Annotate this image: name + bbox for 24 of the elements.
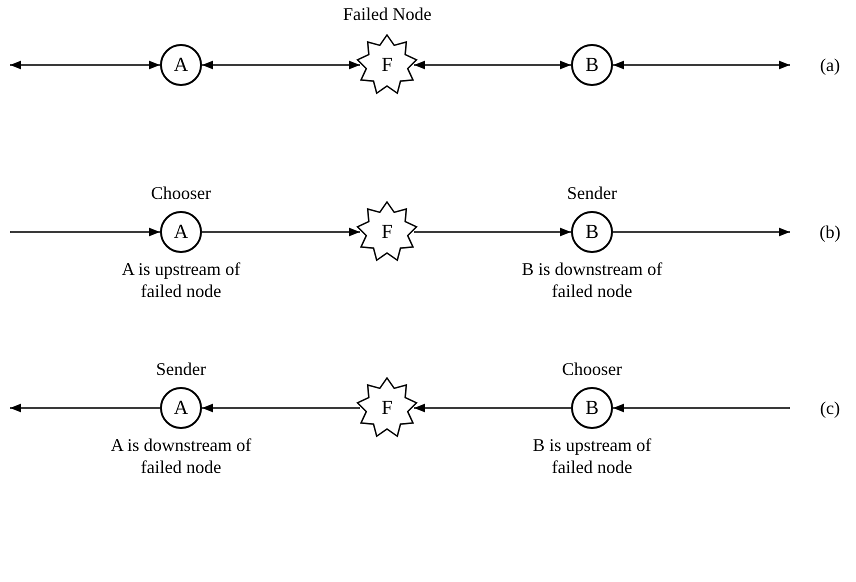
arrow bbox=[10, 228, 160, 236]
circle-node: B bbox=[571, 211, 613, 253]
double-arrow bbox=[10, 60, 160, 70]
arrow bbox=[10, 404, 160, 412]
circle-node: A bbox=[160, 44, 202, 86]
circle-node: A bbox=[160, 387, 202, 429]
arrow bbox=[202, 404, 360, 412]
arrow bbox=[202, 228, 360, 236]
row-label: (b) bbox=[820, 222, 840, 242]
row-label: (a) bbox=[820, 54, 840, 76]
arrow bbox=[613, 228, 790, 236]
star-node: F bbox=[356, 34, 418, 96]
double-arrow bbox=[202, 60, 360, 70]
double-arrow bbox=[613, 60, 790, 70]
row-label: (c) bbox=[820, 398, 840, 418]
arrow bbox=[414, 404, 571, 412]
double-arrow bbox=[414, 60, 571, 70]
arrow bbox=[414, 228, 571, 236]
circle-node: B bbox=[571, 387, 613, 429]
circle-node: B bbox=[571, 44, 613, 86]
circle-node: A bbox=[160, 211, 202, 253]
arrow bbox=[613, 404, 790, 412]
star-node: F bbox=[356, 201, 418, 263]
star-node: F bbox=[356, 377, 418, 439]
